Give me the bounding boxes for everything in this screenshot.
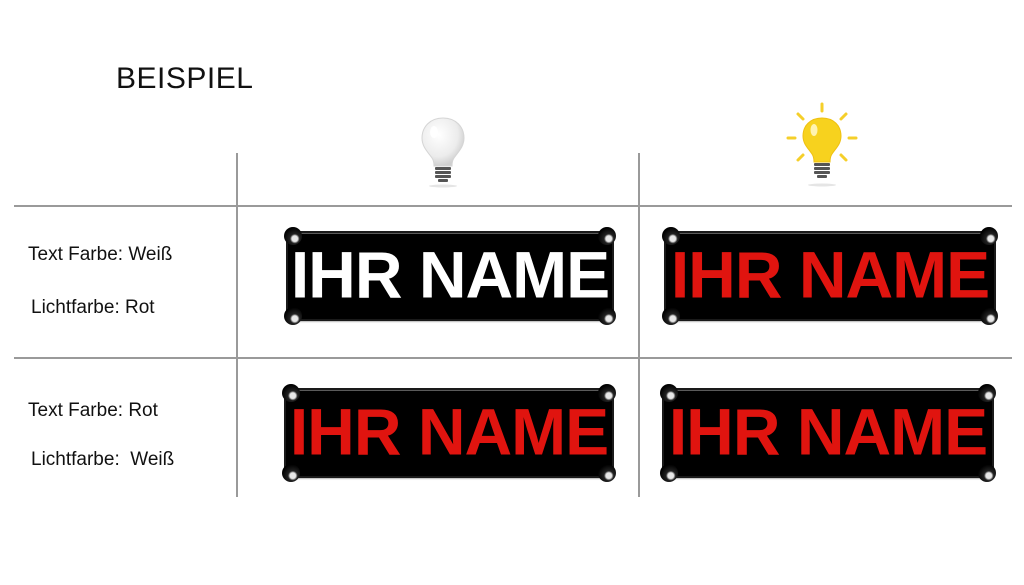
sign-row-2-light-off: IHR NAME xyxy=(282,384,616,482)
row-1-text-color-label: Text Farbe: Weiß xyxy=(28,244,173,265)
sign-text: IHR NAME xyxy=(290,237,610,312)
row-2-light-color-label: Lichtfarbe: Weiß xyxy=(31,449,175,470)
row-1-light-color-label: Lichtfarbe: Rot xyxy=(31,297,155,318)
suction-cup-icon xyxy=(980,307,998,325)
sign-row-2-light-on: IHR NAME xyxy=(660,384,996,482)
suction-cup-icon xyxy=(282,464,300,482)
sign-row-1-light-on: IHR NAME xyxy=(662,227,998,325)
suction-cup-icon xyxy=(978,384,996,402)
sign-plate xyxy=(664,390,992,476)
page-title: BEISPIEL xyxy=(116,62,254,95)
sign-row-1-light-off: IHR NAME xyxy=(284,227,616,325)
lightbulb-off-icon xyxy=(418,114,468,190)
grid-divider-horizontal-2 xyxy=(14,357,1012,359)
sign-text: IHR NAME xyxy=(289,394,609,469)
lightbulb-on-icon xyxy=(784,102,860,190)
sign-plate xyxy=(288,233,612,319)
suction-cup-icon xyxy=(598,384,616,402)
suction-cup-icon xyxy=(598,227,616,245)
suction-cup-icon xyxy=(980,227,998,245)
suction-cup-icon xyxy=(598,464,616,482)
suction-cup-icon xyxy=(978,464,996,482)
suction-cup-icon xyxy=(598,307,616,325)
suction-cup-icon xyxy=(284,307,302,325)
sign-text: IHR NAME xyxy=(670,237,990,312)
row-2-text-color-label: Text Farbe: Rot xyxy=(28,400,158,421)
grid-divider-horizontal-1 xyxy=(14,205,1012,207)
sign-plate xyxy=(286,390,612,476)
suction-cup-icon xyxy=(660,384,678,402)
suction-cup-icon xyxy=(284,227,302,245)
suction-cup-icon xyxy=(662,227,680,245)
suction-cup-icon xyxy=(282,384,300,402)
grid-divider-vertical-1 xyxy=(236,153,238,497)
grid-divider-vertical-2 xyxy=(638,153,640,497)
suction-cup-icon xyxy=(662,307,680,325)
sign-text: IHR NAME xyxy=(668,394,988,469)
suction-cup-icon xyxy=(660,464,678,482)
sign-plate xyxy=(666,233,994,319)
